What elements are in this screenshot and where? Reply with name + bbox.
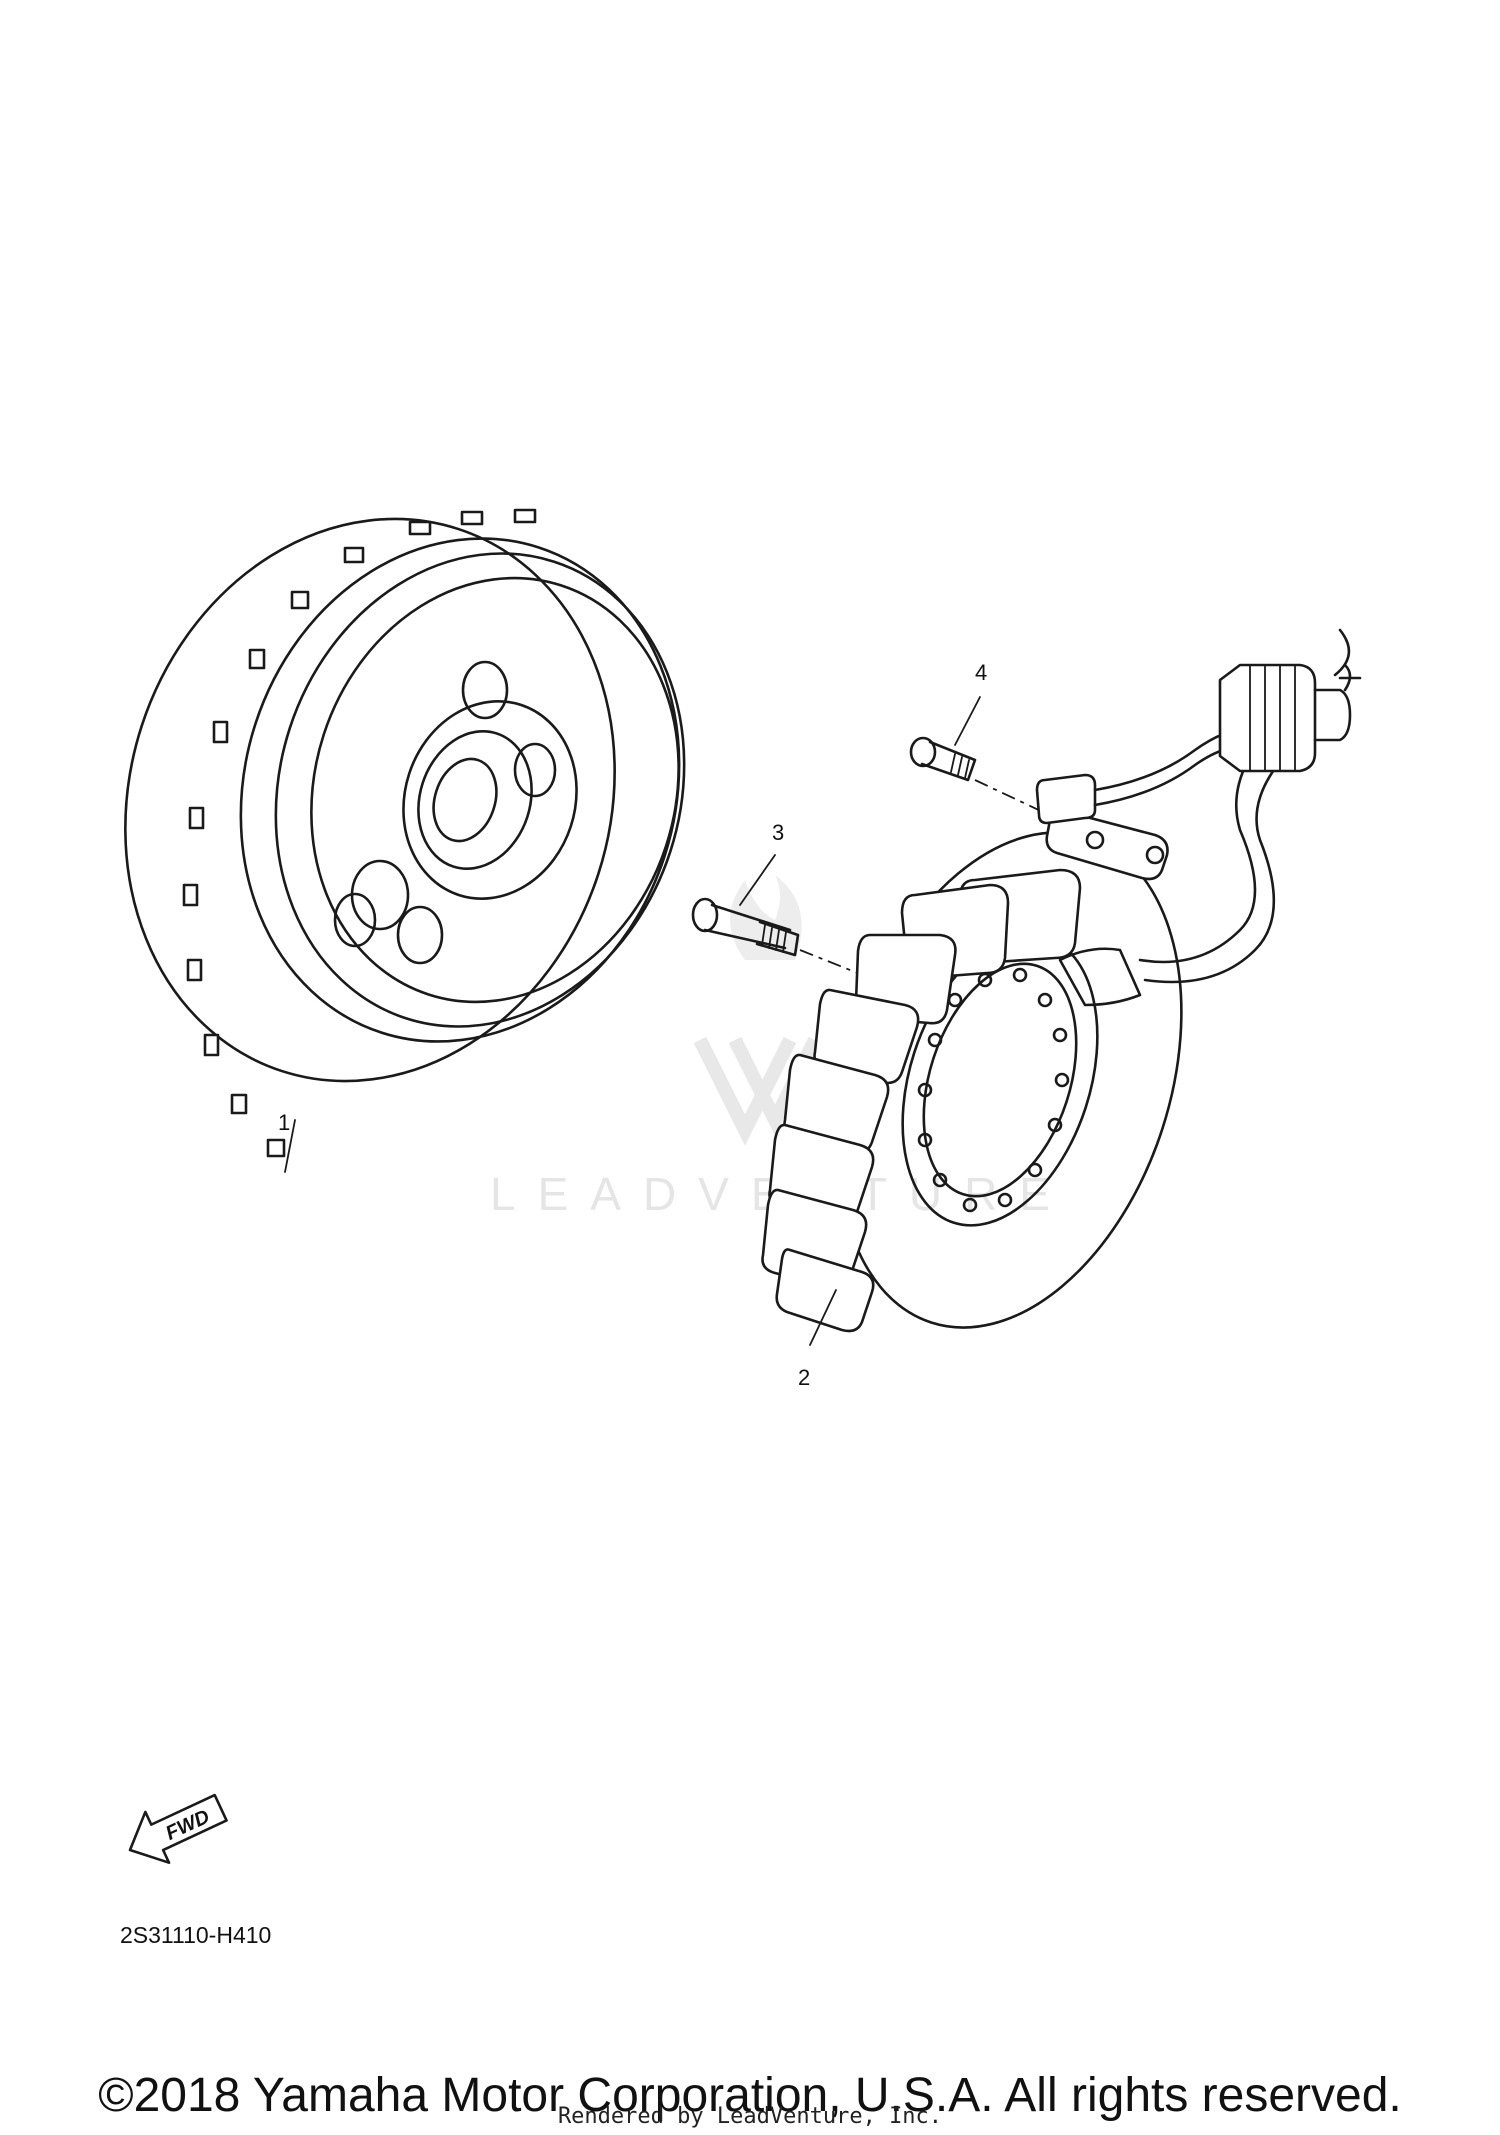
fwd-arrow-icon: FWD (128, 1793, 228, 1864)
callout-3: 3 (772, 820, 784, 845)
leader-line-3 (739, 854, 776, 906)
pickup-screw (909, 696, 1061, 821)
stator-bolt-holes (917, 967, 1070, 1213)
stator-bolt (691, 854, 901, 991)
leader-line-1 (284, 1119, 296, 1173)
callout-1: 1 (278, 1110, 290, 1135)
leader-line-2 (809, 1289, 837, 1346)
leader-line-4 (954, 696, 981, 746)
callout-4: 4 (975, 660, 987, 685)
callout-2: 2 (798, 1365, 810, 1390)
wire-grommet (1218, 628, 1362, 773)
rotor-flywheel (124, 508, 686, 1173)
stator-coils (761, 868, 1082, 1333)
rotor-teeth (182, 508, 537, 1158)
rotor-hub (333, 660, 578, 965)
stator-assembly (761, 728, 1297, 1346)
diagram-code: 2S31110-H410 (120, 1922, 272, 1948)
copyright-notice: ©2018 Yamaha Motor Corporation, U.S.A. A… (98, 2069, 1402, 2122)
rendered-by-credit: Rendered by LeadVenture, Inc. (557, 2104, 943, 2129)
